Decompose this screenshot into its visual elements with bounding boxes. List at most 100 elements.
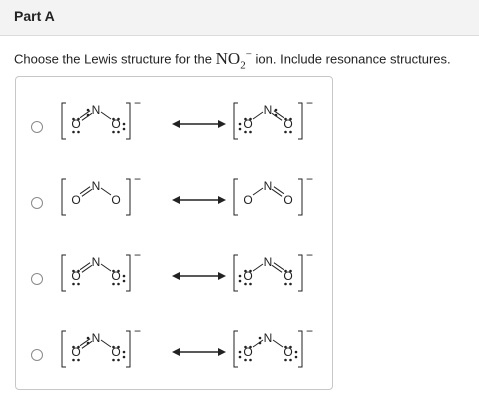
opt-c-first-left-double-bond-b — [79, 262, 91, 271]
opt-d-first-or-lone-pair-dot-bottom-1 — [117, 358, 120, 362]
opt-d-first-or-lone-pair-dot-right-0 — [122, 350, 126, 354]
opt-c-first-or-lone-pair-dot-top-1 — [117, 269, 120, 273]
opt-a-second-left-single-bond — [252, 111, 264, 120]
opt-c-second-ol-lone-pair-dot-top-0 — [244, 269, 247, 273]
opt-d-first-oxygen-atom-left: O — [71, 345, 80, 359]
opt-a-first-n-lone-pair-dot-left-0 — [86, 108, 90, 112]
opt-b-first-left-double-bond-a — [81, 188, 93, 197]
opt-c-second-right-double-bond-a — [271, 264, 283, 273]
radio-option-b[interactable] — [31, 197, 43, 209]
opt-c-first-ol-lone-pair-dot-top-0 — [72, 269, 75, 273]
opt-c-second-right-double-bond-b — [273, 262, 285, 271]
opt-d-second-or-lone-pair-dot-right-1 — [294, 355, 298, 359]
opt-d-second-n-lone-pair-dot-left-1 — [258, 341, 262, 345]
opt-c-second-ol-lone-pair-dot-left-0 — [238, 274, 242, 278]
part-title: Part A — [14, 8, 55, 24]
opt-a-first-ol-lone-pair-dot-bottom-0 — [72, 130, 75, 134]
opt-b-resonance-arrow-head-right — [218, 196, 226, 204]
radio-option-a[interactable] — [31, 121, 43, 133]
opt-c-second-or-lone-pair-dot-top-0 — [284, 269, 287, 273]
opt-b-second-left-single-bond — [252, 187, 264, 196]
opt-a-first-oxygen-atom-left: O — [71, 117, 80, 131]
opt-c-first-or-lone-pair-dot-bottom-1 — [117, 282, 120, 286]
opt-d-second-ol-lone-pair-dot-left-1 — [238, 355, 242, 359]
opt-a-second-nitrogen-atom: N — [264, 103, 273, 117]
opt-c-second-bracket-right — [298, 254, 303, 292]
opt-b-first-bracket-right — [126, 178, 131, 216]
opt-c-first-ol-lone-pair-dot-top-1 — [77, 269, 80, 273]
opt-a-second-ol-lone-pair-dot-bottom-1 — [249, 130, 252, 134]
opt-c-second-or-lone-pair-dot-bottom-0 — [284, 282, 287, 286]
opt-a-first-or-lone-pair-dot-top-1 — [117, 117, 120, 121]
opt-a-first-nitrogen-atom: N — [92, 103, 101, 117]
opt-c-second-bracket-left — [233, 254, 238, 292]
opt-c-first-bracket-left — [61, 254, 66, 292]
opt-d-first-right-single-bond — [100, 339, 112, 348]
opt-c-second-or-lone-pair-dot-top-1 — [289, 269, 292, 273]
question-prefix: Choose the Lewis structure for the — [14, 51, 212, 67]
opt-c-second-ion-charge: − — [306, 248, 313, 262]
opt-d-first-n-lone-pair-dot-left-0 — [86, 336, 90, 340]
question-suffix: ion. Include resonance structures. — [255, 51, 451, 67]
opt-d-second-or-lone-pair-dot-right-0 — [294, 350, 298, 354]
opt-c-first-oxygen-atom-left: O — [71, 269, 80, 283]
opt-a-first-or-lone-pair-dot-bottom-1 — [117, 130, 120, 134]
opt-d-second-ol-lone-pair-dot-top-0 — [244, 345, 247, 349]
opt-d-resonance-arrow-head-left — [172, 348, 180, 356]
opt-c-second-or-lone-pair-dot-bottom-1 — [289, 282, 292, 286]
opt-a-first-or-lone-pair-dot-top-0 — [112, 117, 115, 121]
opt-a-second-or-lone-pair-dot-bottom-1 — [289, 130, 292, 134]
opt-d-first-bracket-right — [126, 330, 131, 368]
opt-a-second-ion-charge: − — [306, 96, 313, 110]
opt-c-first-ion-charge: − — [134, 248, 141, 262]
opt-d-first-ion-charge: − — [134, 324, 141, 338]
opt-b-second-bracket-left — [233, 178, 238, 216]
opt-d-first-left-double-bond-a — [81, 340, 93, 349]
radio-option-c[interactable] — [31, 273, 43, 285]
opt-d-first-ol-lone-pair-dot-bottom-1 — [77, 358, 80, 362]
opt-a-second-bracket-right — [298, 102, 303, 140]
question-text: Choose the Lewis structure for the NO2− … — [14, 48, 451, 71]
opt-b-resonance-arrow-head-left — [172, 196, 180, 204]
opt-a-first-right-single-bond — [100, 111, 112, 120]
opt-d-first-nitrogen-atom: N — [92, 331, 101, 345]
opt-d-first-or-lone-pair-dot-right-1 — [122, 355, 126, 359]
opt-a-first-left-double-bond-b — [79, 110, 91, 119]
opt-a-second-bracket-left — [233, 102, 238, 140]
opt-a-second-ol-lone-pair-dot-top-1 — [249, 117, 252, 121]
part-header: Part A — [0, 0, 479, 36]
opt-a-resonance-arrow-head-left — [172, 120, 180, 128]
opt-d-second-n-lone-pair-dot-left-0 — [258, 336, 262, 340]
opt-b-second-nitrogen-atom: N — [264, 179, 273, 193]
opt-d-resonance-arrow-head-right — [218, 348, 226, 356]
opt-b-first-nitrogen-atom: N — [92, 179, 101, 193]
opt-d-second-or-lone-pair-dot-bottom-1 — [289, 358, 292, 362]
opt-d-second-nitrogen-atom: N — [264, 331, 273, 345]
opt-a-second-or-lone-pair-dot-bottom-0 — [284, 130, 287, 134]
opt-a-second-ol-lone-pair-dot-left-0 — [238, 122, 242, 126]
opt-a-second-right-double-bond-b — [273, 110, 285, 119]
opt-a-first-ol-lone-pair-dot-top-1 — [77, 117, 80, 121]
opt-a-first-ol-lone-pair-dot-bottom-1 — [77, 130, 80, 134]
opt-b-second-oxygen-atom-left: O — [243, 193, 252, 207]
opt-d-second-ol-lone-pair-dot-top-1 — [249, 345, 252, 349]
opt-d-first-or-lone-pair-dot-top-0 — [112, 345, 115, 349]
opt-c-first-nitrogen-atom: N — [92, 255, 101, 269]
opt-a-first-n-lone-pair-dot-left-1 — [86, 113, 90, 117]
opt-c-first-right-single-bond — [100, 263, 112, 272]
radio-option-d[interactable] — [31, 349, 43, 361]
opt-c-second-ol-lone-pair-dot-bottom-0 — [244, 282, 247, 286]
opt-c-first-ol-lone-pair-dot-bottom-0 — [72, 282, 75, 286]
opt-a-first-ion-charge: − — [134, 96, 141, 110]
opt-d-second-oxygen-atom-left: O — [243, 345, 252, 359]
opt-d-second-or-lone-pair-dot-top-0 — [284, 345, 287, 349]
opt-c-first-or-lone-pair-dot-bottom-0 — [112, 282, 115, 286]
